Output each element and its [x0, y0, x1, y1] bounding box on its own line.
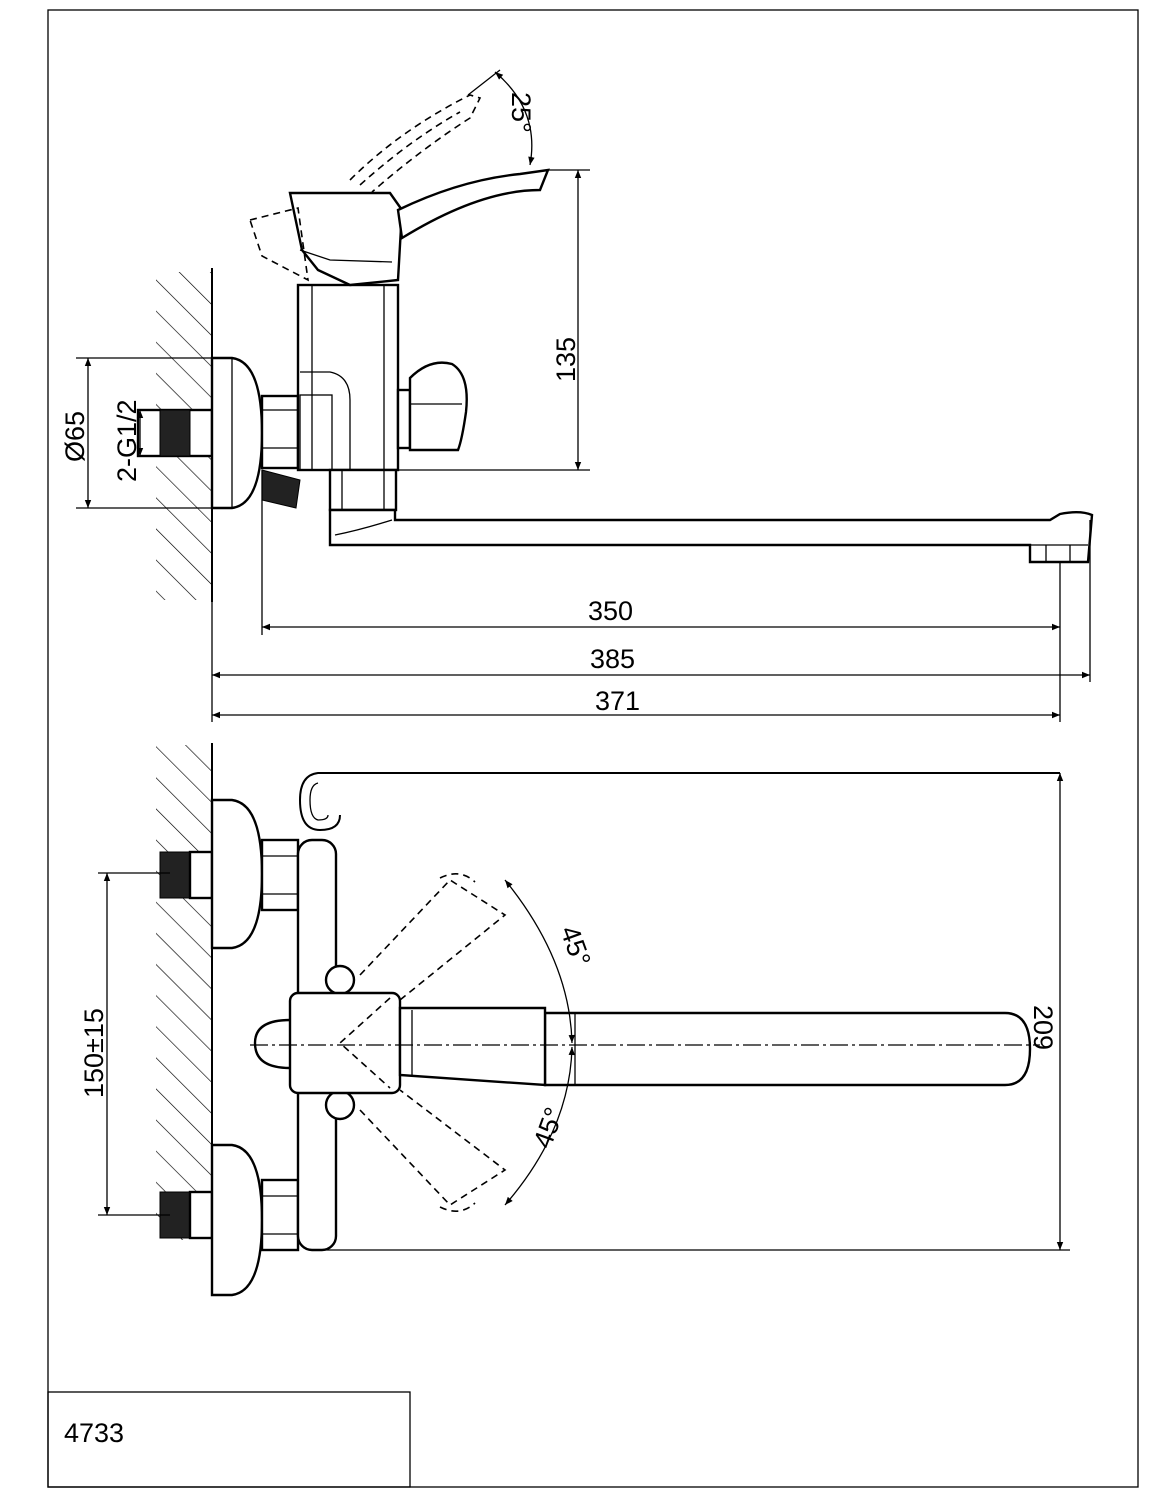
wall-hatch	[156, 745, 212, 1240]
diverter-knob	[408, 361, 468, 452]
connector-nut	[260, 394, 300, 470]
lower-angle-arc	[504, 1046, 576, 1206]
spout-detail	[334, 519, 393, 536]
upper-angle-arc	[504, 879, 576, 1044]
lever-alt-position	[349, 94, 482, 193]
handle-detail	[299, 249, 393, 263]
diverter-knob	[253, 1018, 291, 1070]
spout	[328, 508, 1094, 564]
height-dim-label: 135	[551, 337, 581, 382]
lever-angle-arc	[494, 71, 535, 166]
lever-alt-position	[248, 207, 310, 282]
drawing-frame	[47, 9, 1139, 1488]
thread-connector	[261, 469, 301, 509]
handle-alt-position-upper	[359, 878, 507, 1001]
thread-inlet	[159, 851, 191, 899]
thread-spec-label: 2-G1/2	[112, 399, 142, 482]
handle-alt-position-lower	[439, 1202, 476, 1212]
body-detail	[299, 394, 333, 471]
diverter-stem	[396, 388, 412, 450]
width-dim-label: 209	[1028, 1005, 1058, 1050]
lever-alt-position	[359, 111, 461, 186]
lever-arm	[396, 168, 550, 240]
body-hidden-line	[338, 997, 391, 1089]
inlet-spacing-label: 150±15	[79, 1008, 109, 1098]
inlet-pipe	[188, 1190, 214, 1240]
body-knob	[324, 964, 356, 996]
escutcheon	[210, 798, 264, 950]
handle-alt-position-lower	[359, 1089, 507, 1207]
mixer-body	[296, 283, 400, 472]
thread-inlet	[159, 409, 191, 457]
extension-line	[467, 69, 501, 96]
lower-angle-label: 45°	[527, 1103, 569, 1152]
mixer-body	[288, 991, 402, 1095]
spout	[543, 1011, 1032, 1087]
escutcheon-diameter-label: Ø65	[60, 411, 90, 462]
inlet-pipe	[188, 850, 214, 900]
side-view: 25° 135 Ø65 2-G1/2 350 385 371	[60, 69, 1094, 722]
connector-nut	[260, 1178, 300, 1252]
top-view: 45° 45° 209 150±15	[79, 743, 1070, 1297]
title-block	[47, 1391, 411, 1488]
connector-nut	[260, 838, 300, 912]
body-knob	[324, 1089, 356, 1121]
handle-alt-position-upper	[439, 873, 476, 883]
lever-handle	[398, 1006, 547, 1087]
upper-angle-label: 45°	[554, 922, 596, 971]
model-number: 4733	[64, 1418, 124, 1448]
shower-hook	[298, 772, 1060, 832]
body-detail	[300, 371, 351, 470]
escutcheon	[210, 1143, 264, 1297]
body-lower	[328, 468, 398, 512]
escutcheon	[210, 356, 264, 510]
overall-length-label: 385	[590, 644, 635, 674]
lever-angle-label: 25°	[506, 92, 536, 133]
wall-to-outlet-label: 371	[595, 686, 640, 716]
shower-hook-inner	[309, 782, 329, 821]
spout-reach-label: 350	[588, 596, 633, 626]
